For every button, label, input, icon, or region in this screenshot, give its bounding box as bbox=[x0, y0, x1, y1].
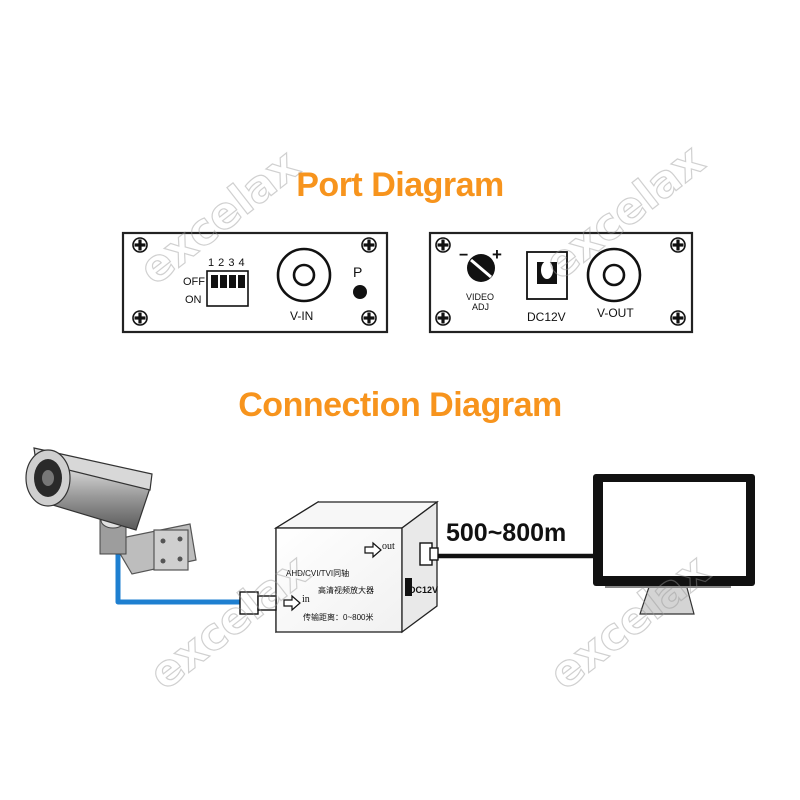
device-model-text: AHD/CVI/TVI同轴 bbox=[286, 569, 350, 578]
input-panel bbox=[121, 231, 389, 334]
screw-icon bbox=[361, 310, 377, 326]
screw-icon bbox=[361, 237, 377, 253]
video-amplifier-device bbox=[239, 500, 439, 634]
screw-icon bbox=[435, 237, 451, 253]
dip-on-label: ON bbox=[185, 294, 202, 306]
screw-icon bbox=[435, 310, 451, 326]
dip-switch-numbers: 1 2 3 4 bbox=[208, 257, 246, 269]
device-name-text: 高清视频放大器 bbox=[318, 586, 374, 595]
distance-label: 500~800m bbox=[446, 519, 567, 547]
adjust-plus-label: + bbox=[492, 245, 502, 264]
port-diagram-title: Port Diagram bbox=[296, 166, 504, 204]
v-in-bnc-connector[interactable] bbox=[276, 247, 332, 303]
cctv-camera-icon bbox=[25, 447, 197, 575]
device-dc12v-label: DC12V bbox=[409, 585, 439, 595]
video-adj-label-line1: VIDEO bbox=[466, 292, 495, 302]
dip-off-label: OFF bbox=[183, 276, 205, 288]
device-distance-text: 传输距离：0~800米 bbox=[303, 613, 374, 622]
video-adjust-knob[interactable] bbox=[467, 254, 495, 282]
dc12v-label: DC12V bbox=[527, 310, 566, 324]
connection-diagram-title: Connection Diagram bbox=[238, 386, 562, 424]
camera-cable bbox=[115, 552, 242, 605]
monitor-cable bbox=[437, 553, 603, 585]
p-indicator-led bbox=[353, 285, 367, 299]
screw-icon bbox=[132, 310, 148, 326]
device-dc-jack[interactable] bbox=[405, 578, 412, 596]
monitor-icon bbox=[593, 474, 755, 615]
device-out-bnc-connector[interactable] bbox=[419, 542, 439, 566]
dc12v-power-jack[interactable] bbox=[526, 251, 568, 300]
device-in-bnc-connector[interactable] bbox=[239, 591, 277, 615]
video-adj-label-line2: ADJ bbox=[472, 302, 490, 312]
v-out-bnc-connector[interactable] bbox=[586, 247, 642, 303]
v-out-label: V-OUT bbox=[597, 306, 634, 320]
screw-icon bbox=[670, 237, 686, 253]
p-label: P bbox=[353, 264, 363, 280]
device-out-label: out bbox=[382, 541, 395, 552]
output-panel bbox=[428, 231, 694, 334]
v-in-label: V-IN bbox=[290, 309, 314, 323]
screw-icon bbox=[670, 310, 686, 326]
screw-icon bbox=[132, 237, 148, 253]
adjust-minus-label: − bbox=[459, 247, 469, 264]
dip-switch[interactable] bbox=[206, 270, 249, 307]
device-in-label: in bbox=[302, 594, 310, 605]
